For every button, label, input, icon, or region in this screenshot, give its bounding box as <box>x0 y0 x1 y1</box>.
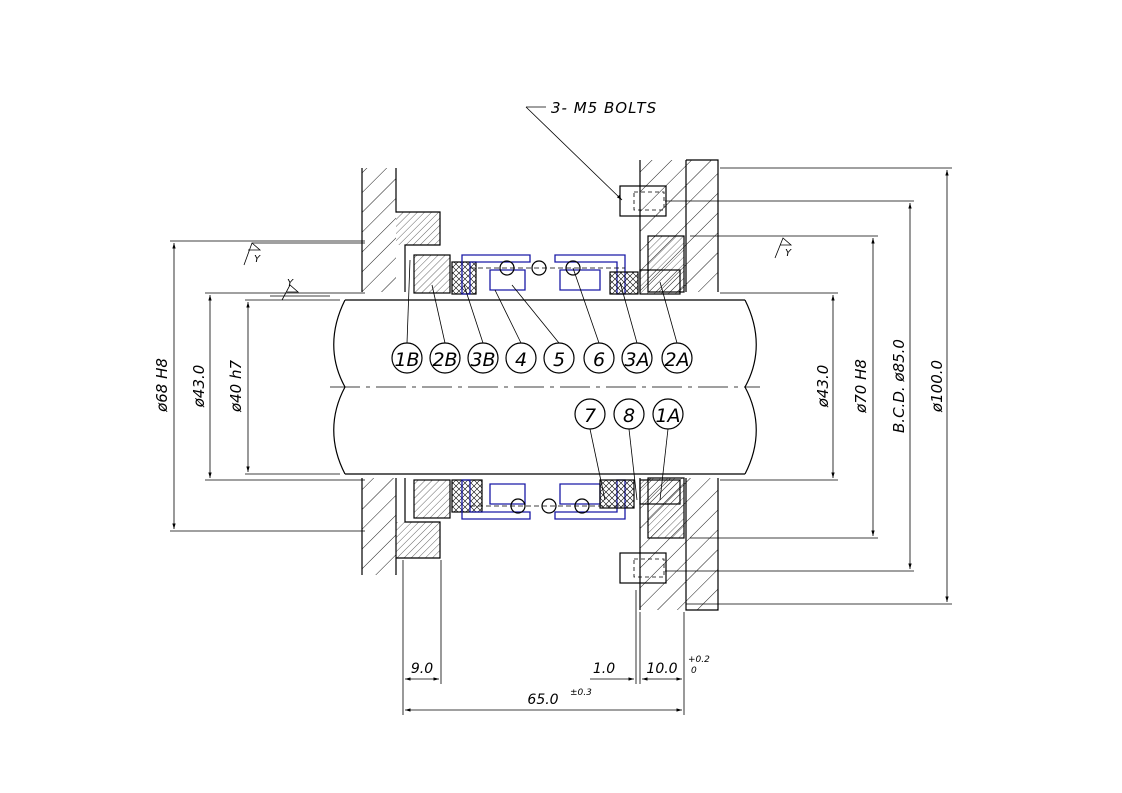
balloon-5: 5 <box>511 284 575 374</box>
label-text: ø40 h7 <box>227 360 245 414</box>
surface-marks: Y Y Y <box>243 237 793 301</box>
label-text: Y <box>287 278 294 289</box>
label-text: +0.2 <box>688 655 710 665</box>
label-text: 7 <box>584 405 596 427</box>
bolts-callout: 3- M5 BOLTS <box>525 99 657 201</box>
balloon-7: 7 <box>574 398 606 501</box>
right-housing <box>619 159 719 611</box>
left-dimensions: ø68 H8 ø43.0 ø40 h7 <box>153 240 365 532</box>
balloon-3A: 3A <box>619 281 653 374</box>
label-text: ø100.0 <box>928 360 946 413</box>
label-text: 65.0 <box>527 692 558 708</box>
label-text: Y <box>254 254 261 265</box>
seal-lower <box>413 479 681 520</box>
label-text: 2A <box>664 349 689 371</box>
balloon-2A: 2A <box>659 281 693 374</box>
label-text: 3B <box>470 349 495 371</box>
label-text: 8 <box>623 405 635 427</box>
balloon-1A: 1A <box>652 398 684 501</box>
label-text: 1A <box>655 405 680 427</box>
label-text: ±0.3 <box>570 688 592 698</box>
seal-upper <box>413 254 681 295</box>
label-text: 0 <box>691 666 697 676</box>
balloon-4: 4 <box>494 289 537 374</box>
label-text: 3A <box>624 349 649 371</box>
label-text: 3- M5 BOLTS <box>551 99 657 117</box>
balloon-3B: 3B <box>463 284 499 374</box>
label-text: 1.0 <box>593 661 615 677</box>
label-text: 6 <box>593 349 605 371</box>
bottom-dimensions: 9.0 1.0 10.0 +0.2 0 65.0 ±0.3 <box>402 560 710 715</box>
right-dimensions: ø43.0 ø70 H8 B.C.D. ø85.0 ø100.0 <box>665 167 952 605</box>
label-text: 9.0 <box>411 661 433 677</box>
balloon-1B: 1B <box>391 259 423 374</box>
label-text: ø43.0 <box>814 365 832 409</box>
shaft <box>330 299 760 475</box>
label-text: Y <box>785 248 792 259</box>
label-text: 10.0 <box>646 661 677 677</box>
left-housing <box>361 168 441 575</box>
balloon-6: 6 <box>572 267 615 374</box>
label-text: ø70 H8 <box>852 359 870 414</box>
label-text: 2B <box>432 349 457 371</box>
part-balloons: 1B 2B 3B 4 5 6 3A 2A 7 8 1A <box>391 259 693 501</box>
balloon-8: 8 <box>613 398 645 501</box>
label-text: 4 <box>515 349 527 371</box>
label-text: 1B <box>394 349 419 371</box>
label-text: ø43.0 <box>190 365 208 409</box>
label-text: ø68 H8 <box>153 358 171 413</box>
label-text: 5 <box>553 349 565 371</box>
balloon-2B: 2B <box>429 284 461 374</box>
label-text: B.C.D. ø85.0 <box>890 339 908 433</box>
